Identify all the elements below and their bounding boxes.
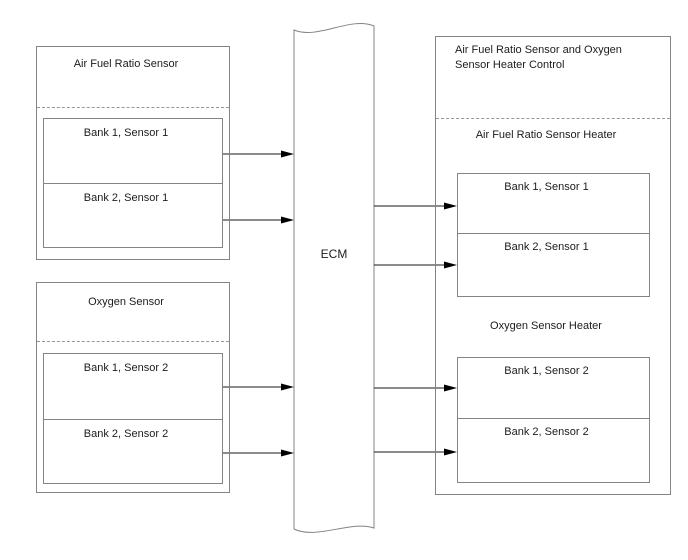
o2-heater-group: Bank 1, Sensor 2 Bank 2, Sensor 2 [457, 357, 650, 483]
arrow-o2-bank1-to-ecm [223, 383, 294, 391]
ecm-label: ECM [320, 247, 348, 261]
dashed-separator [37, 341, 229, 342]
dashed-separator [436, 118, 670, 119]
oxygen-sensor-box: Oxygen Sensor Bank 1, Sensor 2 Bank 2, S… [36, 282, 230, 493]
afr-heater-group: Bank 1, Sensor 1 Bank 2, Sensor 1 [457, 173, 650, 297]
afr-heater-bank2-cell: Bank 2, Sensor 1 [504, 241, 589, 253]
o2-heater-bank2-cell: Bank 2, Sensor 2 [504, 426, 589, 438]
arrow-ecm-to-o2-heater-bank2 [374, 448, 457, 456]
arrow-ecm-to-afr-heater-bank2 [374, 261, 457, 269]
afr-heater-bank1-cell: Bank 1, Sensor 1 [458, 174, 649, 234]
heater-control-title: Air Fuel Ratio Sensor and Oxygen Sensor … [455, 44, 622, 71]
arrow-ecm-to-o2-heater-bank1 [374, 384, 457, 392]
afr-heater-section-label: Air Fuel Ratio Sensor Heater [475, 129, 617, 141]
ecm-band [293, 23, 375, 533]
heater-control-box: Air Fuel Ratio Sensor and Oxygen Sensor … [435, 36, 671, 495]
afr-sensor-bank1-cell: Bank 1, Sensor 1 [44, 119, 222, 184]
arrow-afr-bank2-to-ecm [223, 216, 294, 224]
dashed-separator [37, 107, 229, 108]
o2-sensor-bank1-cell: Bank 1, Sensor 2 [44, 354, 222, 420]
afr-sensor-signal-group: Bank 1, Sensor 1 Bank 2, Sensor 1 [43, 118, 223, 248]
arrow-o2-bank2-to-ecm [223, 449, 294, 457]
o2-heater-section-label: Oxygen Sensor Heater [490, 320, 602, 332]
oxygen-sensor-title: Oxygen Sensor [88, 296, 164, 308]
o2-sensor-bank2-cell: Bank 2, Sensor 2 [83, 428, 169, 440]
air-fuel-ratio-sensor-title: Air Fuel Ratio Sensor [73, 58, 179, 70]
o2-heater-bank1-cell: Bank 1, Sensor 2 [458, 358, 649, 419]
afr-sensor-bank2-cell: Bank 2, Sensor 1 [83, 192, 169, 204]
arrow-ecm-to-afr-heater-bank1 [374, 202, 457, 210]
air-fuel-ratio-sensor-box: Air Fuel Ratio Sensor Bank 1, Sensor 1 B… [36, 46, 230, 260]
oxygen-sensor-signal-group: Bank 1, Sensor 2 Bank 2, Sensor 2 [43, 353, 223, 484]
arrow-afr-bank1-to-ecm [223, 150, 294, 158]
